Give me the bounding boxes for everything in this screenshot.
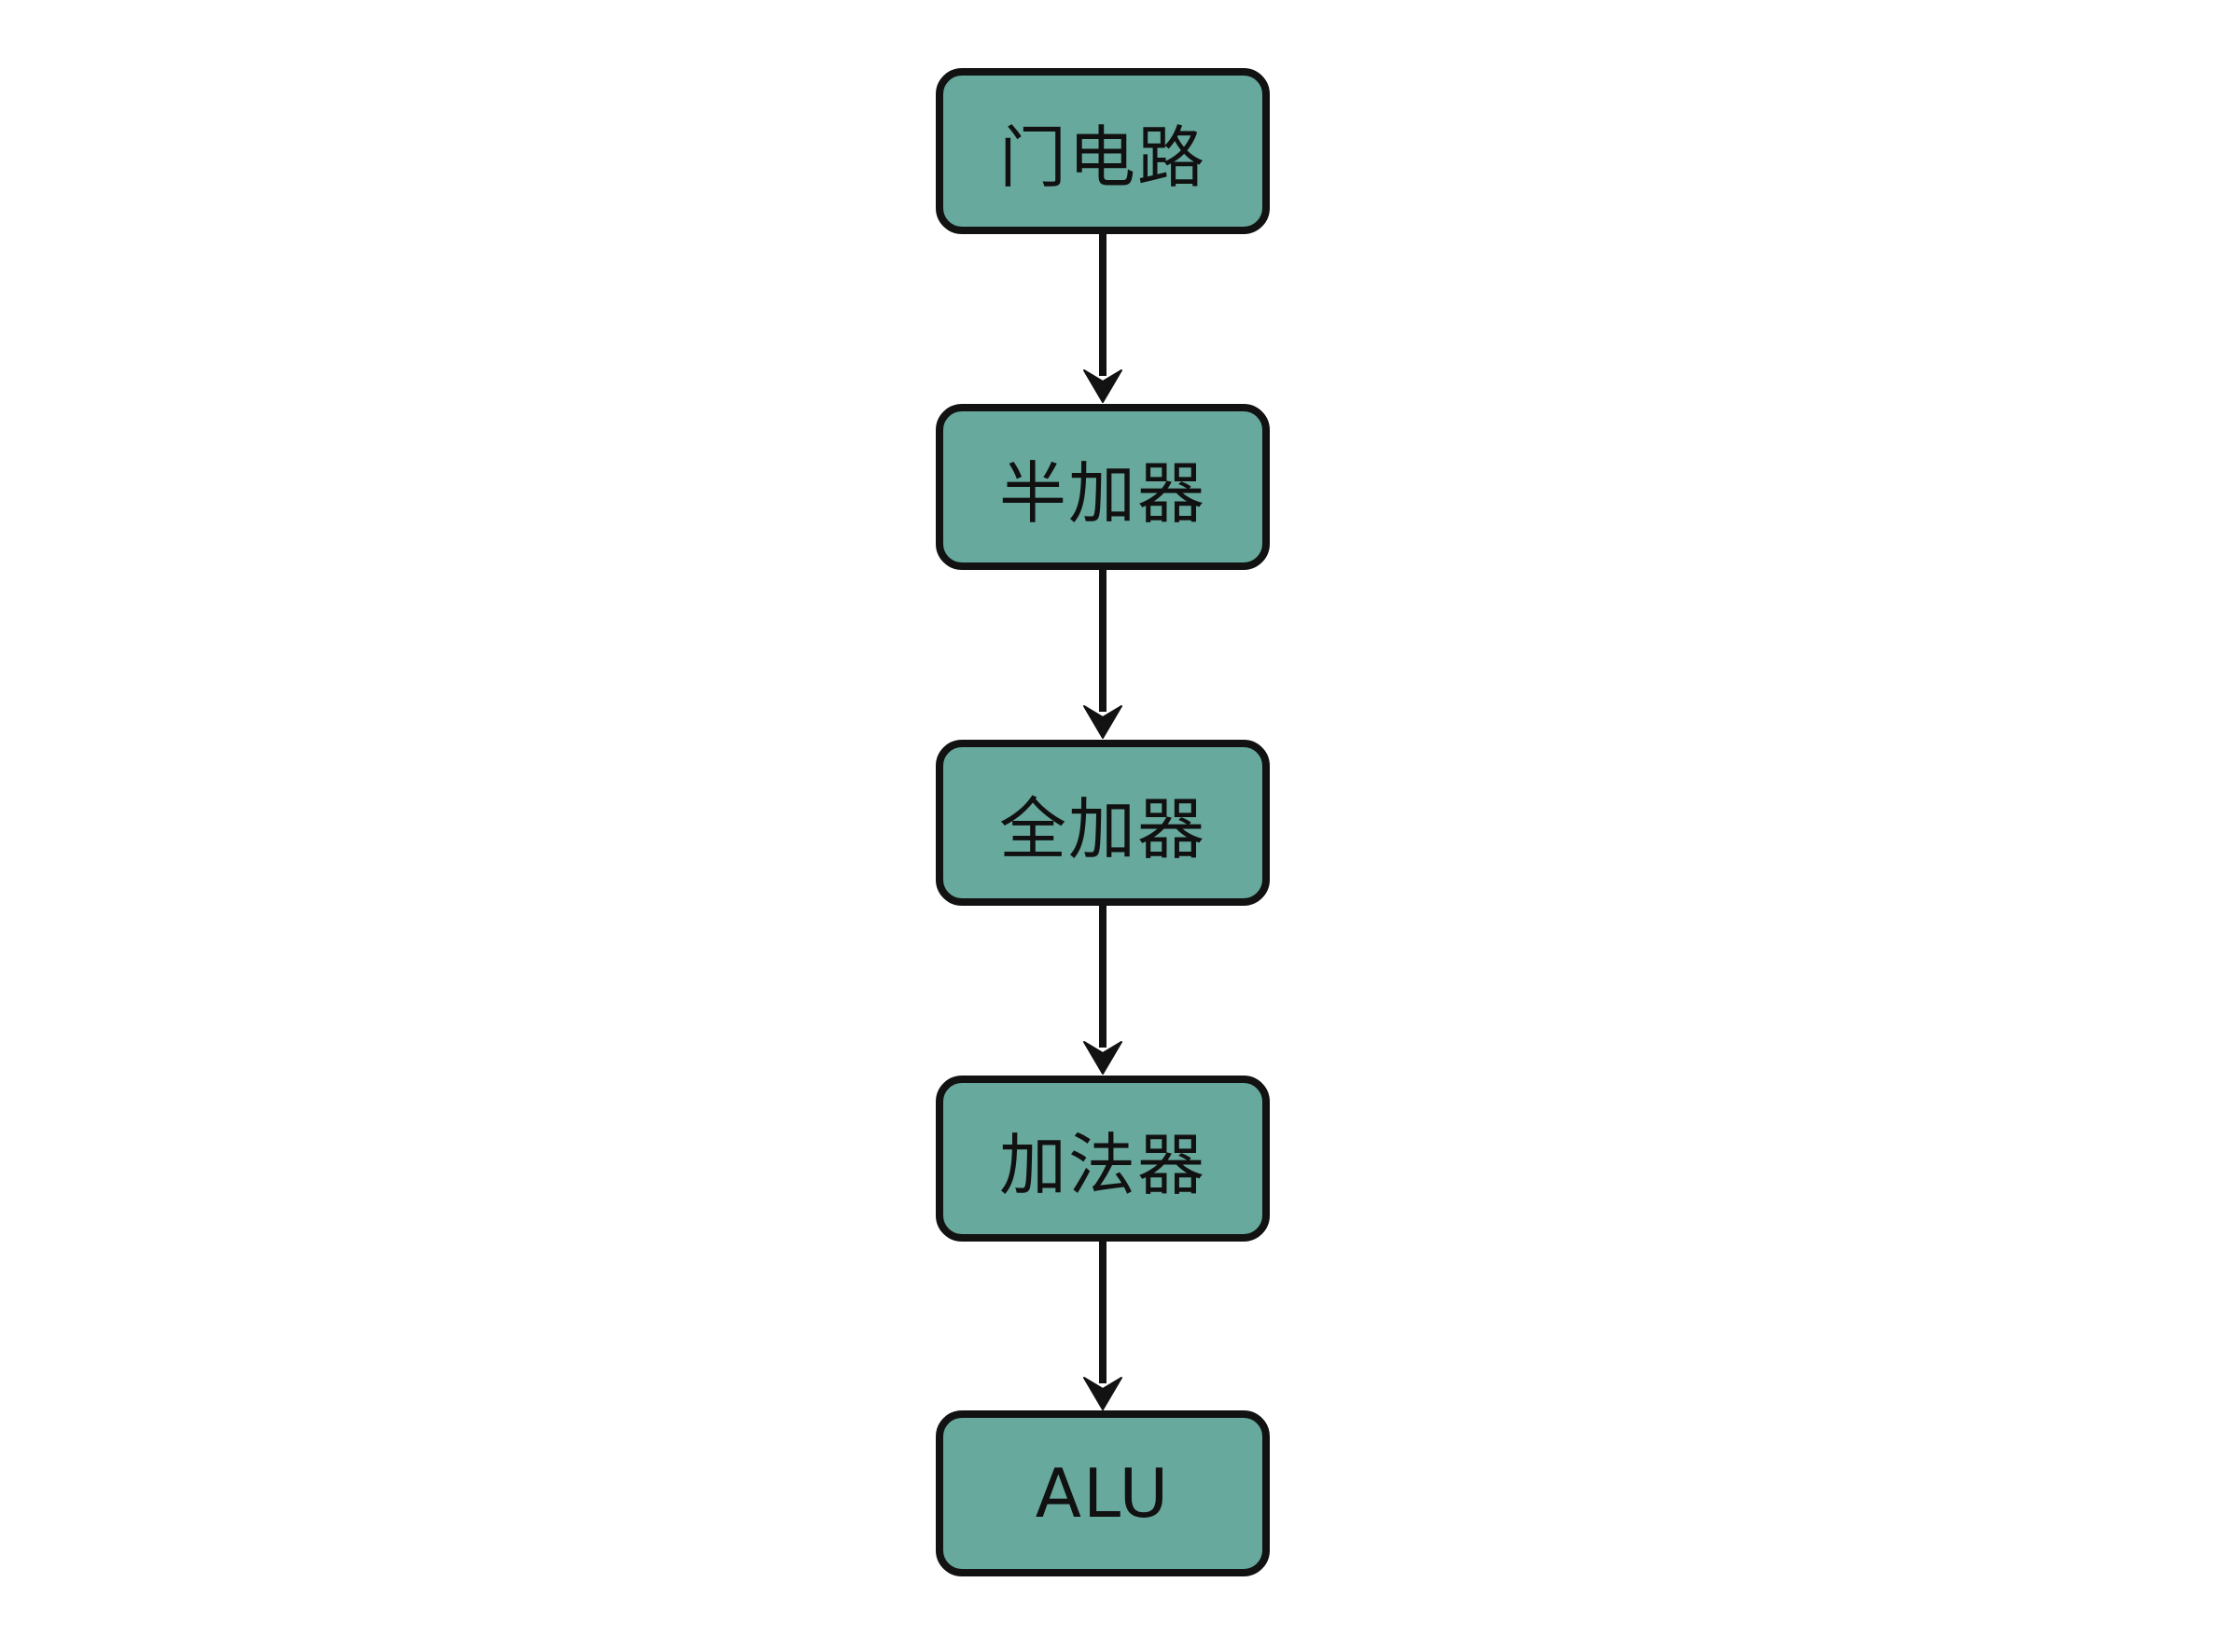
node-adder: 加法器 (936, 1076, 1270, 1242)
arrow-down-icon (1083, 570, 1122, 739)
arrow-down-icon (1083, 234, 1122, 403)
node-alu-label: ALU (1035, 1454, 1171, 1533)
node-full-adder-label: 全加器 (998, 789, 1206, 868)
node-full-adder: 全加器 (936, 740, 1270, 906)
node-gate-circuit: 门电路 (936, 68, 1270, 234)
arrow-down-icon (1083, 1242, 1122, 1410)
node-half-adder-label: 半加器 (998, 453, 1206, 533)
node-half-adder: 半加器 (936, 404, 1270, 570)
arrow-down-icon (1083, 906, 1122, 1075)
node-gate-circuit-label: 门电路 (998, 118, 1206, 197)
node-alu: ALU (936, 1410, 1270, 1576)
node-adder-label: 加法器 (998, 1125, 1206, 1204)
